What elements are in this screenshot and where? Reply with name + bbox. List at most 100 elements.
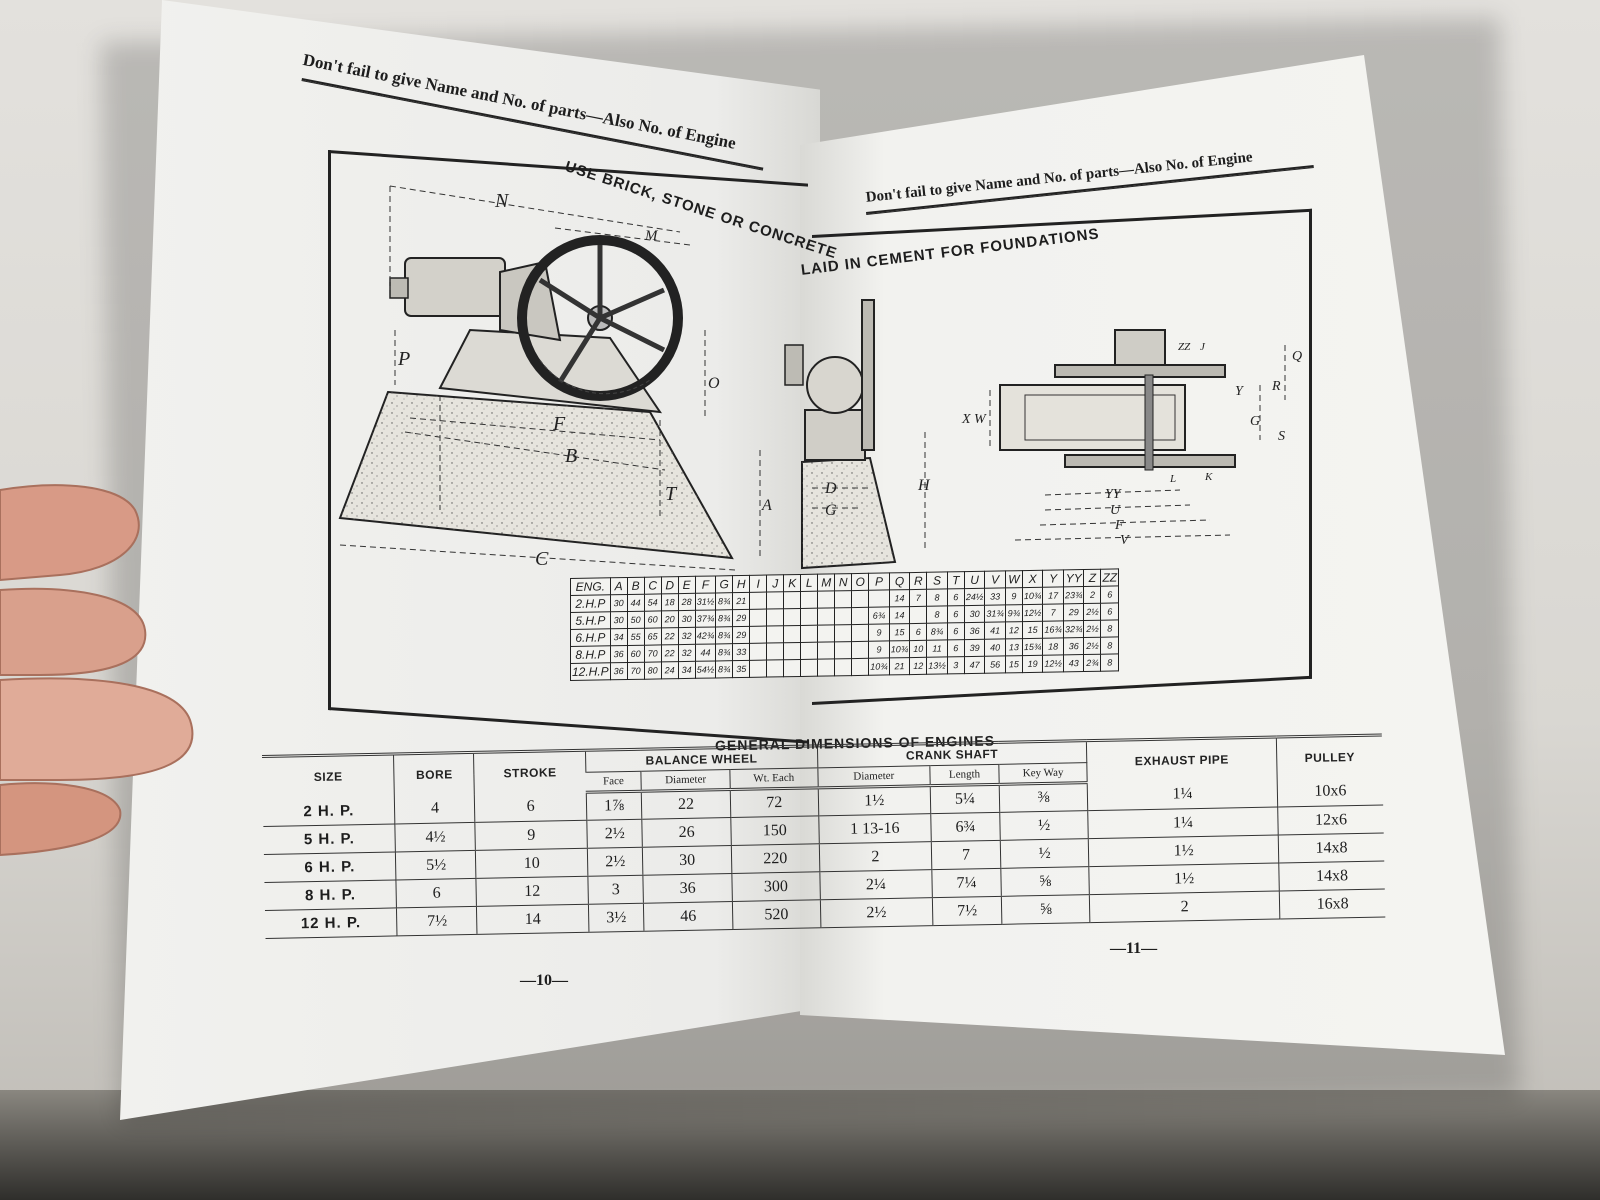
dim-header-cell: Y bbox=[1042, 569, 1064, 588]
dim-header-cell: O bbox=[851, 573, 869, 591]
dim-cell bbox=[766, 625, 784, 644]
dim-header-cell: P bbox=[868, 572, 890, 591]
dim-header-cell: L bbox=[800, 574, 818, 592]
dim-header-cell: Z bbox=[1083, 569, 1101, 587]
dim-cell: 8 bbox=[926, 588, 948, 607]
dim-header-cell: M bbox=[817, 573, 835, 592]
label-o: O bbox=[708, 375, 720, 392]
cell-diameter: 36 bbox=[643, 873, 733, 904]
cell-length: 7¼ bbox=[931, 868, 1002, 898]
dim-cell: 6.H.P bbox=[570, 628, 611, 647]
header-bore: BORE bbox=[393, 752, 475, 796]
dim-cell: 20 bbox=[661, 610, 679, 628]
dim-cell: 60 bbox=[627, 645, 645, 663]
dim-cell: 13½ bbox=[926, 656, 948, 675]
cell-exhaust: 1¼ bbox=[1087, 779, 1278, 811]
dim-cell: 70 bbox=[627, 662, 645, 680]
dim-cell: 55 bbox=[627, 628, 645, 646]
flywheel bbox=[517, 235, 683, 401]
dim-cell bbox=[817, 607, 835, 626]
dim-cell: 33 bbox=[732, 643, 750, 661]
cell-pulley: 10x6 bbox=[1277, 776, 1384, 808]
dim-cell bbox=[783, 608, 801, 626]
dim-cell: 70 bbox=[644, 644, 662, 663]
dim-cell: 15 bbox=[1022, 621, 1043, 639]
dim-cell: 30 bbox=[678, 610, 696, 628]
dim-cell: 22 bbox=[661, 644, 679, 662]
cell-exhaust: 1¼ bbox=[1087, 807, 1279, 839]
dim-cell: 24½ bbox=[964, 588, 985, 606]
dim-cell: 12.H.P bbox=[570, 662, 611, 681]
dimension-lines-right bbox=[989, 345, 1286, 541]
cell-exhaust: 2 bbox=[1089, 890, 1280, 923]
dim-cell: 2¾ bbox=[1083, 654, 1101, 672]
cell-stroke: 14 bbox=[476, 904, 589, 935]
dim-cell: 17 bbox=[1042, 586, 1064, 605]
dim-header-cell: D bbox=[661, 576, 679, 594]
dim-cell: 2.H.P bbox=[570, 594, 611, 613]
dim-header-cell: F bbox=[695, 575, 716, 594]
dim-cell: 32 bbox=[678, 644, 696, 662]
dim-cell: 28 bbox=[678, 593, 696, 611]
cell-pulley: 14x8 bbox=[1278, 860, 1385, 891]
header-key-way: Key Way bbox=[999, 762, 1088, 785]
dim-cell bbox=[834, 641, 852, 659]
dim-cell: 7 bbox=[1042, 603, 1064, 622]
label-yy: YY bbox=[1105, 487, 1123, 502]
cell-face: 1⅞ bbox=[586, 791, 643, 821]
dim-cell: 54 bbox=[644, 593, 662, 612]
cell-exhaust: 1½ bbox=[1088, 862, 1280, 895]
dim-header-cell: YY bbox=[1063, 569, 1084, 587]
hand-holding-book bbox=[0, 484, 194, 857]
cell-face: 3½ bbox=[588, 903, 645, 933]
cell-size: 5 H. P. bbox=[263, 823, 396, 855]
dim-cell: 9 bbox=[868, 640, 890, 659]
dim-cell: 36 bbox=[1063, 637, 1084, 655]
dim-cell: 12½ bbox=[1022, 604, 1043, 622]
dim-header-cell: A bbox=[610, 577, 628, 595]
cell-cs-diameter: 1 13-16 bbox=[818, 813, 932, 844]
dim-cell bbox=[851, 658, 869, 676]
dim-cell: 10¾ bbox=[1022, 587, 1043, 605]
label-r: R bbox=[1271, 379, 1281, 394]
cell-length: 7 bbox=[931, 840, 1002, 870]
cell-exhaust: 1½ bbox=[1088, 835, 1279, 867]
dim-header-cell: K bbox=[783, 574, 801, 592]
cell-length: 6¾ bbox=[930, 812, 1001, 842]
cell-face: 2½ bbox=[587, 847, 644, 877]
dim-cell: 6 bbox=[1100, 602, 1119, 621]
dim-cell: 8 bbox=[926, 605, 948, 624]
dim-cell bbox=[834, 607, 852, 625]
dim-header-cell: N bbox=[834, 573, 852, 591]
dim-cell: 29 bbox=[732, 626, 750, 644]
dim-cell: 12½ bbox=[1042, 654, 1064, 673]
label-m: M bbox=[644, 228, 659, 244]
dim-cell: 9 bbox=[868, 623, 890, 642]
dim-cell bbox=[783, 591, 801, 609]
dim-cell: 60 bbox=[644, 610, 662, 629]
dim-cell bbox=[909, 606, 927, 624]
dim-cell: 33 bbox=[984, 587, 1006, 606]
label-xw: X W bbox=[961, 412, 987, 427]
dim-cell bbox=[800, 625, 818, 643]
dimension-lines-left bbox=[339, 185, 761, 571]
dim-cell: 6 bbox=[909, 623, 927, 641]
engine-top-view bbox=[999, 329, 1236, 471]
dim-cell bbox=[766, 591, 784, 610]
label-q: Q bbox=[1292, 349, 1302, 364]
dim-cell bbox=[800, 608, 818, 626]
dim-cell: 14 bbox=[889, 606, 910, 624]
page-number-right: —11— bbox=[1110, 940, 1158, 957]
label-zz: ZZ bbox=[1178, 341, 1191, 353]
dim-cell bbox=[817, 641, 835, 660]
dim-header-cell: V bbox=[984, 570, 1006, 589]
dim-header-cell: S bbox=[926, 571, 948, 590]
label-d: D bbox=[824, 480, 837, 497]
label-s: S bbox=[1278, 429, 1285, 444]
dim-cell bbox=[834, 624, 852, 642]
dim-cell: 8.H.P bbox=[570, 645, 611, 664]
label-v: V bbox=[1120, 533, 1130, 548]
cell-bore: 6 bbox=[396, 878, 477, 908]
dim-cell: 6 bbox=[1100, 585, 1119, 604]
